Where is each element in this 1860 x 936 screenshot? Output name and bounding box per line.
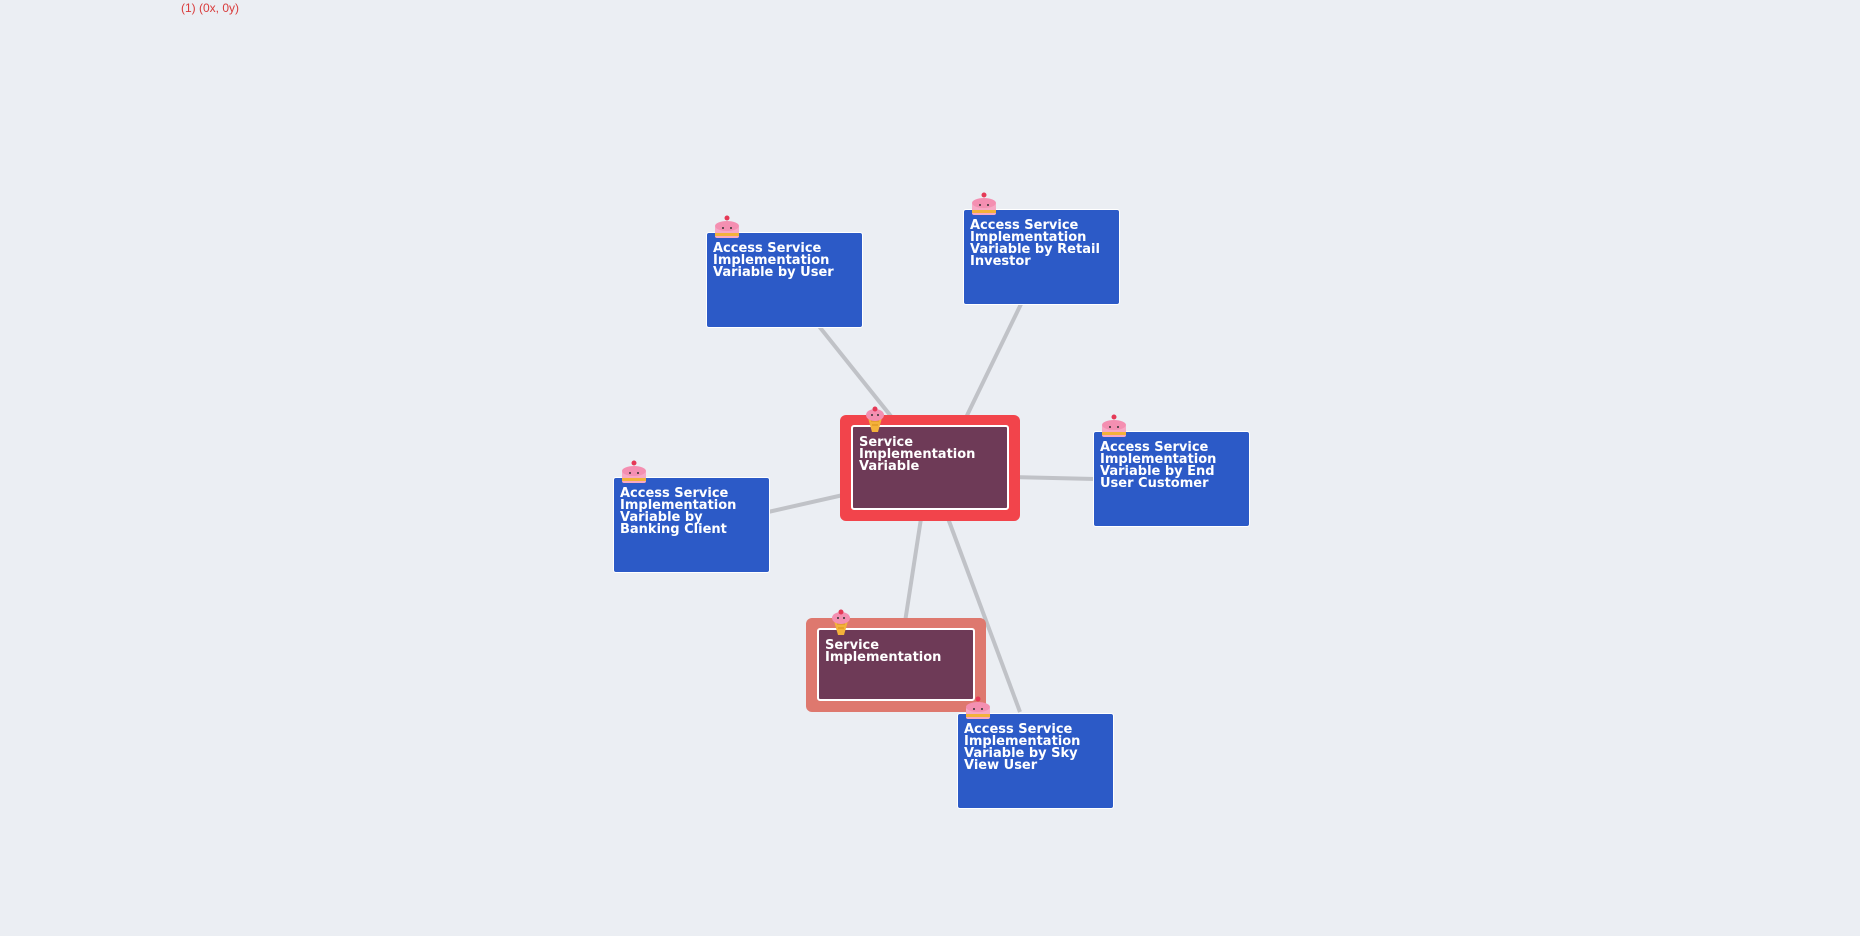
coordinates-readout: (1) (0x, 0y) <box>181 1 240 15</box>
edge-enduser-center[interactable] <box>1009 475 1096 481</box>
edge-skyview-center[interactable] <box>944 512 1022 713</box>
node-access-by-end-user-customer[interactable]: Access Service Implementation Variable b… <box>1093 431 1250 527</box>
edge-impl-center[interactable] <box>901 511 924 636</box>
cake-icon <box>622 460 646 483</box>
edge-retail-center[interactable] <box>956 301 1024 435</box>
cake-icon <box>1102 414 1126 437</box>
node-access-by-sky-view-user[interactable]: Access Service Implementation Variable b… <box>957 713 1114 809</box>
node-label: Service Implementation Variable <box>859 435 976 474</box>
node-label: Access Service Implementation Variable b… <box>713 241 834 280</box>
node-access-by-banking-client[interactable]: Access Service Implementation Variable b… <box>613 477 770 573</box>
node-label: Access Service Implementation Variable b… <box>1100 440 1217 491</box>
cupcake-icon <box>866 406 884 432</box>
node-label: Service Implementation <box>825 638 942 665</box>
edge-user-center[interactable] <box>816 323 900 427</box>
node-label: Access Service Implementation Variable b… <box>970 218 1100 269</box>
node-access-by-retail-investor[interactable]: Access Service Implementation Variable b… <box>963 209 1120 305</box>
edge-banking-center[interactable] <box>767 491 853 514</box>
node-label: Access Service Implementation Variable b… <box>964 722 1081 773</box>
node-access-by-user[interactable]: Access Service Implementation Variable b… <box>706 232 863 328</box>
node-service-implementation[interactable]: Service Implementation <box>817 628 975 701</box>
cake-icon <box>715 215 739 238</box>
node-service-implementation-variable[interactable]: Service Implementation Variable <box>851 425 1009 510</box>
node-label: Access Service Implementation Variable b… <box>620 486 737 537</box>
cupcake-icon <box>832 609 850 635</box>
cake-icon <box>972 192 996 215</box>
cake-icon <box>966 696 990 719</box>
